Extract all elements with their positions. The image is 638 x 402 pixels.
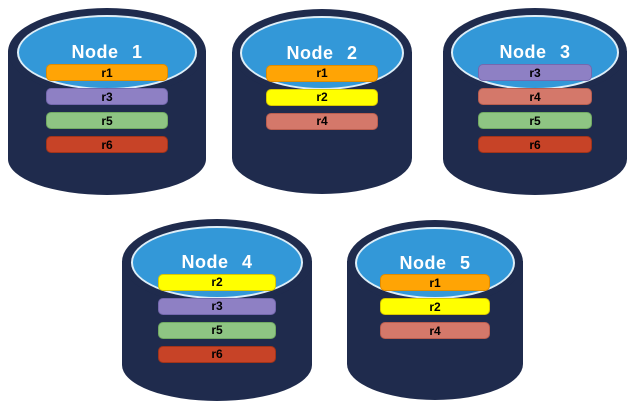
- db-node-1: Node 1 r1 r3 r5 r6: [8, 8, 206, 195]
- partition-bar-r3: r3: [477, 64, 593, 82]
- partition-bar-r1: r1: [266, 64, 378, 82]
- partition-label: r6: [101, 137, 113, 152]
- partition-bar-r2: r2: [380, 298, 490, 315]
- partition-bar-r4: r4: [266, 112, 378, 130]
- db-node-2: Node 2 r1 r2 r4: [232, 9, 412, 194]
- node-label: Node 2: [286, 42, 358, 63]
- partition-bar-r3: r3: [158, 297, 276, 315]
- db-node-5: Node 5 r1 r2 r4: [347, 220, 523, 400]
- partition-label: r3: [101, 89, 113, 104]
- partition-bar-r2: r2: [266, 88, 378, 106]
- node-label: Node 1: [71, 42, 143, 63]
- node-label: Node 5: [399, 252, 471, 273]
- partition-bar-r3: r3: [45, 88, 169, 106]
- partition-bar-r6: r6: [158, 345, 276, 363]
- partition-bar-r5: r5: [45, 112, 169, 130]
- partition-list: r3 r4 r5 r6: [443, 64, 627, 154]
- partition-label: r1: [101, 65, 113, 80]
- partition-bar-r1: r1: [45, 64, 169, 82]
- partition-bar-r4: r4: [380, 322, 490, 339]
- partition-label: r4: [316, 114, 328, 128]
- node-label: Node 4: [181, 252, 253, 273]
- partition-label: r4: [429, 323, 441, 338]
- partition-label: r2: [429, 299, 441, 314]
- partition-label: r6: [211, 347, 223, 362]
- partition-bar-r4: r4: [477, 88, 593, 106]
- partition-bar-r6: r6: [45, 136, 169, 154]
- partition-bar-r6: r6: [477, 136, 593, 154]
- partition-label: r4: [529, 89, 541, 104]
- partition-label: r5: [529, 113, 541, 128]
- partition-list: r1 r2 r4: [232, 64, 412, 130]
- partition-list: r2 r3 r5 r6: [122, 273, 312, 363]
- partition-label: r5: [101, 113, 113, 128]
- partition-label: r6: [529, 137, 541, 152]
- partition-list: r1 r2 r4: [347, 274, 523, 339]
- partition-bar-r5: r5: [477, 112, 593, 130]
- partition-label: r3: [529, 65, 541, 80]
- node-label: Node 3: [499, 42, 571, 63]
- partition-list: r1 r3 r5 r6: [8, 64, 206, 154]
- partition-bar-r1: r1: [380, 274, 490, 291]
- partition-bar-r2: r2: [158, 273, 276, 291]
- partition-label: r1: [429, 275, 441, 290]
- partition-bar-r5: r5: [158, 321, 276, 339]
- partition-label: r5: [211, 323, 223, 338]
- db-node-3: Node 3 r3 r4 r5 r6: [443, 8, 627, 195]
- partition-label: r2: [316, 90, 328, 104]
- partition-label: r1: [316, 66, 328, 80]
- db-node-4: Node 4 r2 r3 r5 r6: [122, 219, 312, 401]
- partition-label: r3: [211, 299, 223, 314]
- partition-label: r2: [211, 275, 223, 290]
